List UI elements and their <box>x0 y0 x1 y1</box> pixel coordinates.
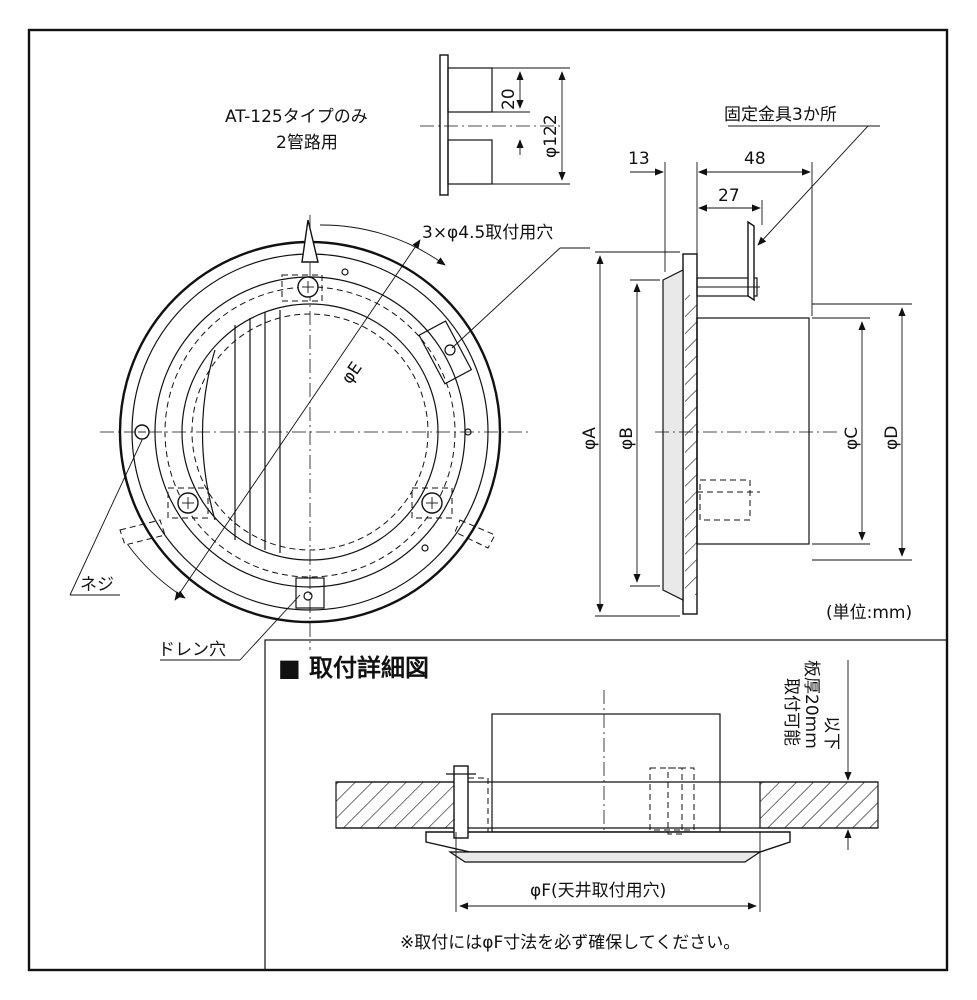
dim-122-label: φ122 <box>541 114 561 158</box>
dim-20-label: 20 <box>499 88 519 110</box>
unit-label: (単位:mm) <box>826 603 912 623</box>
front-view <box>69 215 590 661</box>
at-type-note-line1: AT-125タイプのみ <box>225 107 368 127</box>
phi-a-label: φA <box>580 427 600 450</box>
thickness-label-line3: 以下 <box>821 716 841 750</box>
detail-section-view <box>335 660 879 912</box>
detail-title: ■ 取付詳細図 <box>278 654 429 682</box>
fixture-label: 固定金具3か所 <box>724 105 837 125</box>
detail-panel-border <box>264 639 948 971</box>
at125-section-view <box>420 54 570 196</box>
screw-label: ネジ <box>80 575 114 595</box>
drain-label: ドレン穴 <box>158 640 226 660</box>
dim-27-label: 27 <box>718 186 740 206</box>
mount-holes-label: 3×φ4.5取付用穴 <box>422 223 553 243</box>
dim-48-label: 48 <box>744 149 766 169</box>
dim-13-label: 13 <box>628 149 650 169</box>
phi-f-label: φF(天井取付用穴) <box>530 881 666 901</box>
thickness-label-line1: 取付可能 <box>781 678 801 746</box>
detail-note: ※取付にはφF寸法を必ず確保してください。 <box>400 933 740 953</box>
side-view <box>595 125 912 617</box>
thickness-label-line2: 板厚20mm <box>801 660 821 749</box>
at-type-note-line2: 2管路用 <box>276 133 338 153</box>
phi-b-label: φB <box>617 427 637 450</box>
phi-c-label: φC <box>842 427 862 450</box>
phi-d-label: φD <box>882 426 902 450</box>
phi-e-label: φE <box>338 358 367 387</box>
